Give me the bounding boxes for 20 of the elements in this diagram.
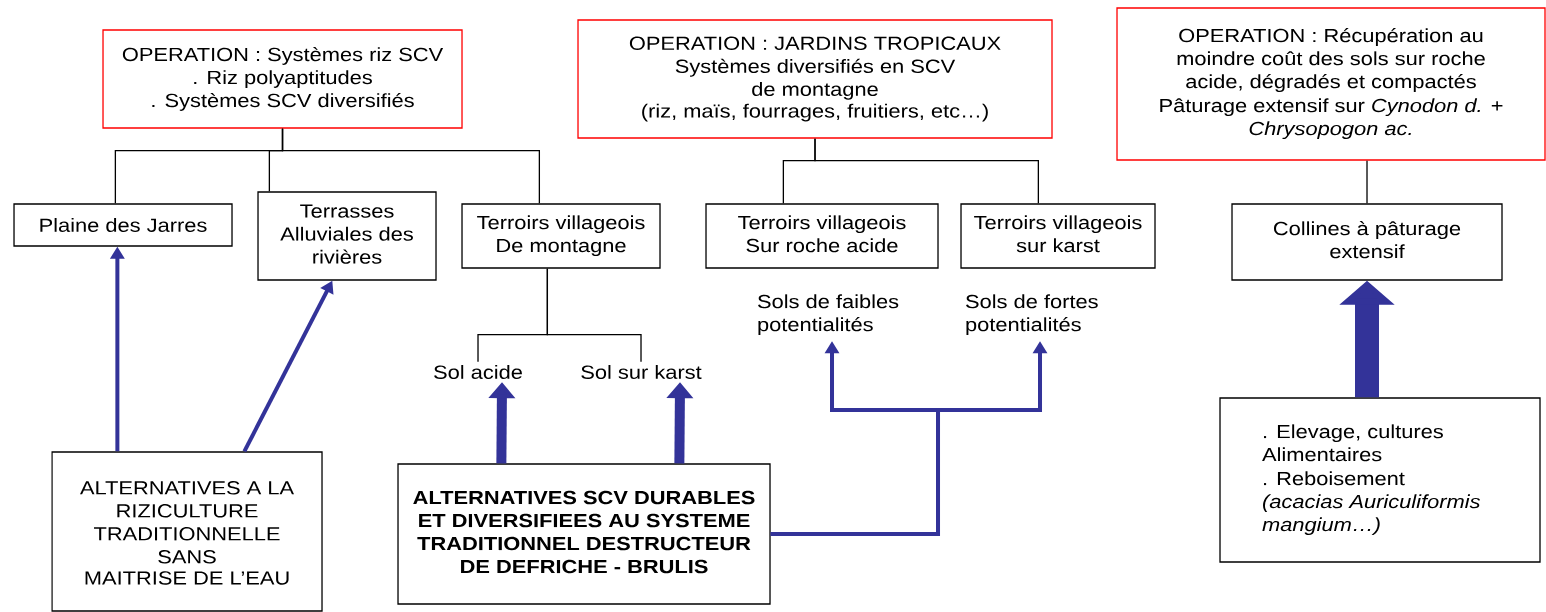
operation-box: OPERATION : Récupération au moindre coût des sols sur roche acide, dégradés et compactés Pâturage extensif sur Cynodon d. + Chrysopogon ac. <box>1116 7 1546 161</box>
soil-label: Sol acide <box>434 365 522 379</box>
soil-label: Sol sur karst <box>581 365 702 379</box>
site-box: Terroirs villageois De montagne <box>461 203 661 269</box>
operation-box: OPERATION : Systèmes riz SCV . Riz polyaptitudes . Systèmes SCV diversifiés <box>102 29 463 129</box>
alternative-box: . Elevage, cultures Alimentaires . Reboisement (acacias Auriculiformis mangium…) <box>1219 397 1541 563</box>
connector-line <box>814 138 1039 204</box>
site-box: Terrasses Alluviales des rivières <box>257 191 437 281</box>
alternative-box: ALTERNATIVES A LA RIZICULTURE TRADITIONNELLE SANS MAITRISE DE L’EAU <box>51 451 323 612</box>
site-box: Plaine des Jarres <box>13 203 233 247</box>
soil-label: Sols de faibles potentialités <box>758 294 899 336</box>
connector-line <box>1366 160 1368 204</box>
connector-line <box>546 268 642 363</box>
site-box: Terroirs villageois Sur roche acide <box>705 203 939 269</box>
site-box: Terroirs villageois sur karst <box>960 203 1156 269</box>
alternative-box: ALTERNATIVES SCV DURABLES ET DIVERSIFIEES AU SYSTEME TRADITIONNEL DESTRUCTEUR DE DEFRICHE - BRULIS <box>397 463 771 605</box>
soil-label: Sols de fortes potentialités <box>966 294 1098 336</box>
operation-box: OPERATION : JARDINS TROPICAUX Systèmes diversifiés en SCV de montagne (riz, maïs, fourrages, fruitiers, etc…) <box>577 19 1053 139</box>
site-box: Collines à pâturage extensif <box>1231 203 1503 281</box>
connector-line <box>281 128 540 204</box>
